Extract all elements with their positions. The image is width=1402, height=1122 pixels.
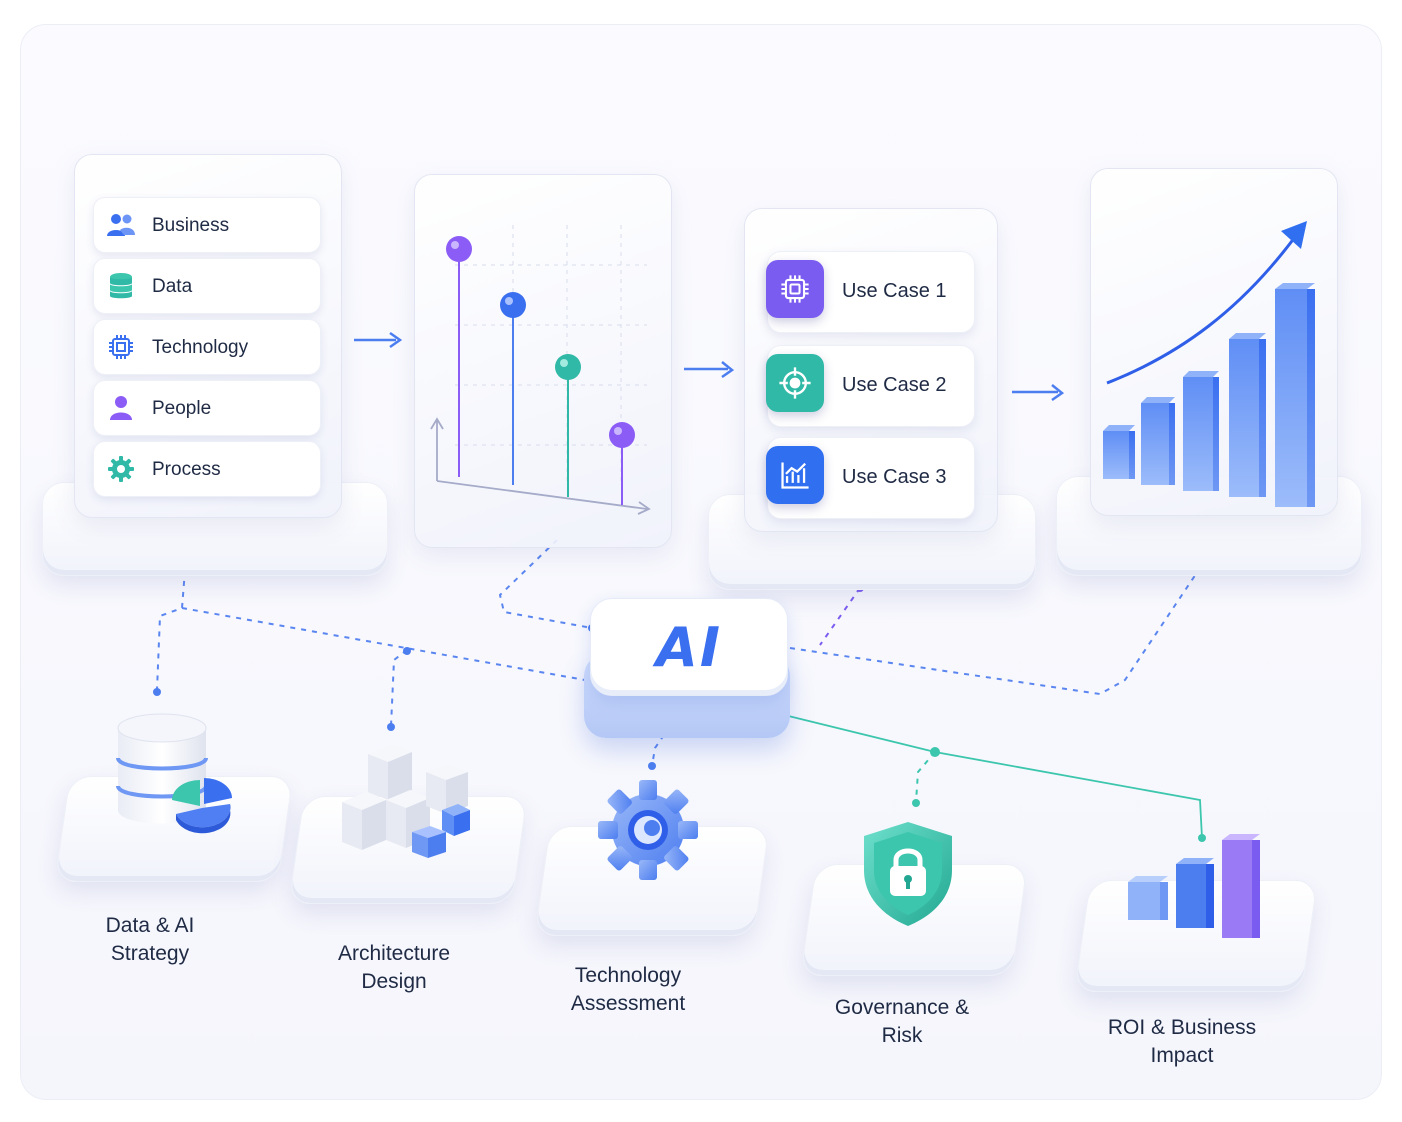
outcome-label-line1: Technology — [574, 964, 682, 987]
input-item-business[interactable]: Business — [93, 197, 321, 253]
use-case-3[interactable]: Use Case 3 — [766, 437, 975, 519]
outcome-label-line2: Strategy — [110, 942, 190, 965]
use-case-2[interactable]: Use Case 2 — [766, 345, 975, 427]
input-item-label: People — [152, 398, 212, 419]
growth-chart-graphic — [1103, 221, 1315, 507]
input-item-data[interactable]: Data — [93, 258, 321, 314]
cubes-icon — [342, 744, 470, 858]
arrow-right-icon — [1012, 384, 1065, 402]
gear-icon — [106, 454, 136, 484]
outcome-label-line2: Design — [361, 970, 427, 993]
input-item-people[interactable]: People — [93, 380, 321, 436]
use-cases-panel: Use Case 1 Use Case 2 Use Case 3 — [744, 208, 998, 532]
use-case-label: Use Case 3 — [842, 466, 947, 488]
chip-icon — [766, 260, 824, 318]
chip-icon — [106, 332, 136, 362]
outcome-label-line1: ROI & Business — [1107, 1016, 1257, 1039]
outcome-label: Governance & Risk — [792, 994, 1012, 1050]
outcome-label-line1: Architecture — [337, 942, 451, 965]
target-icon — [766, 354, 824, 412]
input-item-technology[interactable]: Technology — [93, 319, 321, 375]
use-case-label: Use Case 2 — [842, 374, 947, 396]
gear-icon — [598, 780, 698, 880]
input-item-process[interactable]: Process — [93, 441, 321, 497]
outcome-label: Technology Assessment — [518, 962, 738, 1018]
input-item-label: Business — [152, 215, 230, 236]
bar-chart-icon — [1128, 834, 1260, 938]
ai-hub-label: AI — [656, 615, 722, 679]
outcome-label-line2: Assessment — [570, 992, 686, 1015]
users-icon — [106, 210, 136, 240]
use-case-1[interactable]: Use Case 1 — [766, 251, 975, 333]
analysis-panel — [414, 174, 672, 548]
outcome-label: Architecture Design — [284, 940, 504, 996]
outcome-label-line2: Risk — [881, 1024, 923, 1047]
use-case-label: Use Case 1 — [842, 280, 947, 302]
person-icon — [106, 393, 136, 423]
ai-hub[interactable]: AI — [590, 598, 788, 696]
inputs-panel: Business Data Technology People Process — [74, 154, 342, 518]
input-item-label: Technology — [152, 337, 249, 358]
input-item-label: Process — [152, 459, 221, 480]
database-pie-icon — [116, 713, 232, 834]
input-item-label: Data — [152, 276, 193, 297]
lollipop-chart-graphic — [430, 225, 651, 515]
shield-lock-icon — [864, 822, 952, 926]
outcome-label-line1: Governance & — [834, 996, 970, 1019]
outcome-label: Data & AI Strategy — [40, 912, 260, 968]
arrow-right-icon — [684, 361, 735, 379]
growth-panel — [1090, 168, 1338, 516]
chart-icon — [766, 446, 824, 504]
database-icon — [106, 271, 136, 301]
outcome-label: ROI & Business Impact — [1072, 1014, 1292, 1070]
outcome-label-line1: Data & AI — [105, 914, 195, 937]
arrow-right-icon — [354, 331, 403, 349]
outcome-label-line2: Impact — [1150, 1044, 1214, 1067]
